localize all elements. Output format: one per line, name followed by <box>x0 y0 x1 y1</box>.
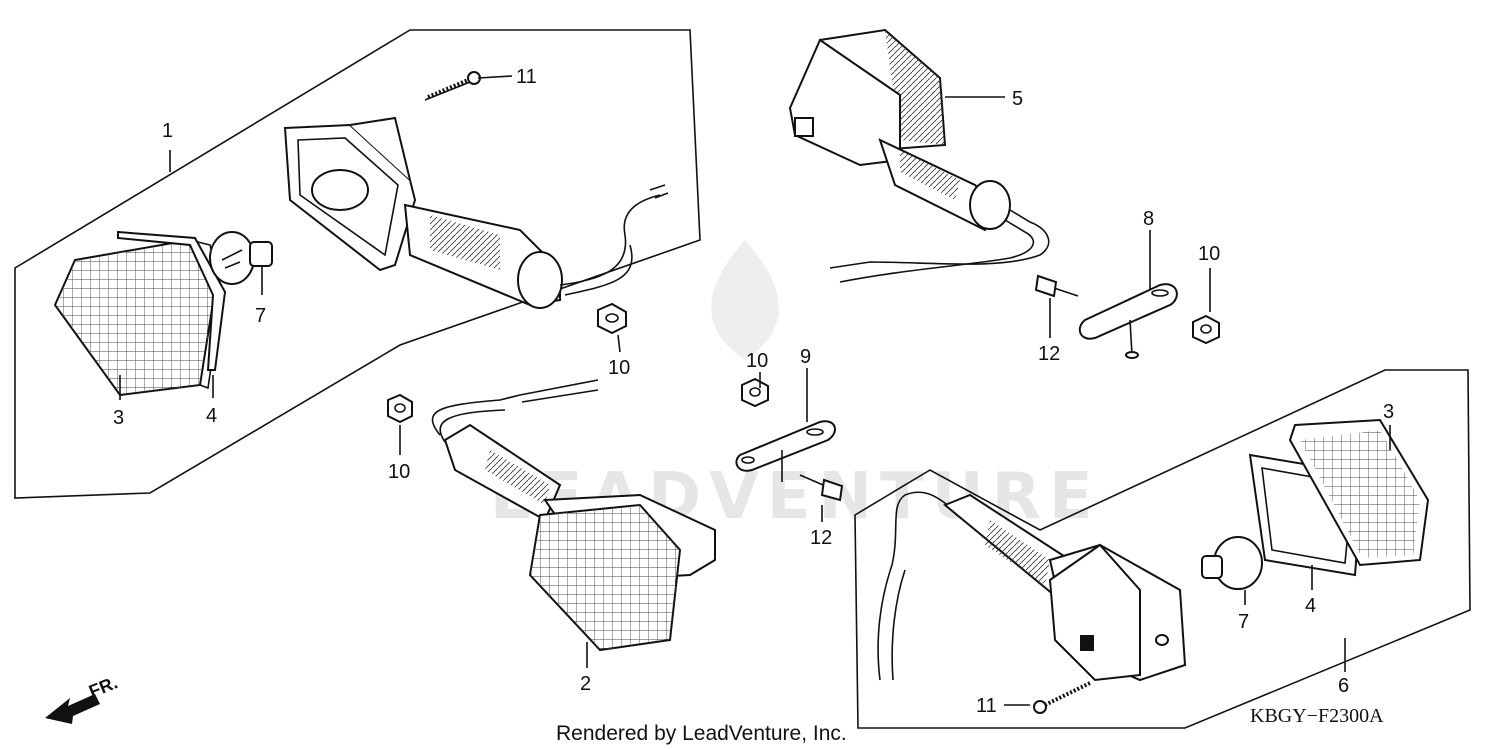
callout-1: 1 <box>162 120 173 142</box>
callout-5: 5 <box>1012 88 1023 110</box>
leader-lines <box>119 75 1391 706</box>
housing-1 <box>283 116 669 309</box>
bulb-left <box>209 231 273 285</box>
callout-9: 9 <box>800 346 811 368</box>
screw-top <box>424 71 481 101</box>
diagram-code: KBGY−F2300A <box>1250 705 1384 727</box>
callout-4-left: 4 <box>206 405 217 427</box>
callout-3-left: 3 <box>113 407 124 429</box>
nut-lower-left <box>387 393 413 424</box>
bolt-center <box>799 474 844 502</box>
callout-6: 6 <box>1338 675 1349 697</box>
screw-bottom <box>1033 681 1091 714</box>
watermark: LEADVENTURE <box>490 240 1093 534</box>
group-outline-6 <box>854 369 1471 729</box>
front-arrow-icon <box>45 694 100 724</box>
bolt-right <box>1034 274 1079 298</box>
callout-12-center: 12 <box>810 527 832 549</box>
footer-credit: Rendered by LeadVenture, Inc. <box>556 722 847 745</box>
callout-labels: 1 11 3 4 7 10 10 10 9 12 2 5 8 10 12 3 4… <box>113 66 1394 717</box>
bracket-9 <box>735 420 836 482</box>
front-direction-indicator: FR. <box>45 672 120 724</box>
front-label: FR. <box>86 672 120 701</box>
callout-10-right: 10 <box>1198 243 1220 265</box>
callout-10-center: 10 <box>746 350 768 372</box>
callout-3-right: 3 <box>1383 401 1394 423</box>
callout-12-right: 12 <box>1038 343 1060 365</box>
lens-right <box>1288 418 1430 567</box>
bulb-right <box>1201 536 1263 590</box>
nut-upper-mid <box>597 302 627 335</box>
nut-right <box>1192 314 1220 345</box>
callout-10-upper: 10 <box>608 357 630 379</box>
lamp-2 <box>431 379 716 652</box>
callout-11-bottom: 11 <box>976 695 997 717</box>
callout-8: 8 <box>1143 208 1154 230</box>
callout-4-right: 4 <box>1305 595 1316 617</box>
callout-2: 2 <box>580 673 591 695</box>
bracket-8 <box>1078 283 1178 359</box>
callout-10-lower-left: 10 <box>388 461 410 483</box>
housing-6 <box>877 491 1187 682</box>
lamp-5 <box>788 28 1050 283</box>
lens-left <box>53 238 223 397</box>
gasket-left <box>117 230 227 371</box>
nut-center <box>741 377 769 408</box>
callout-7-left: 7 <box>255 305 266 327</box>
callout-11-top: 11 <box>516 66 537 88</box>
callout-7-right: 7 <box>1238 611 1249 633</box>
